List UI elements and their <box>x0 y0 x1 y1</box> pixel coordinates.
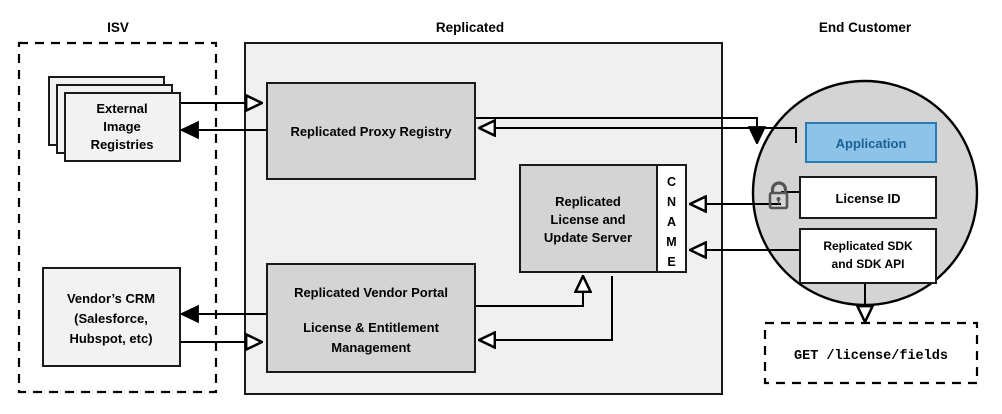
external-image-registries-line-3: Registries <box>91 137 154 152</box>
application-box <box>805 122 937 163</box>
replicated-sdk: Replicated SDK and SDK API <box>799 228 937 284</box>
vendor-portal-line-3: Management <box>331 340 411 355</box>
replicated-proxy-registry-label: Replicated Proxy Registry <box>290 124 452 139</box>
license-server-line-3: Update Server <box>544 230 632 245</box>
replicated-vendor-portal: Replicated Vendor Portal License & Entit… <box>266 263 476 373</box>
zone-title-replicated: Replicated <box>436 20 504 35</box>
external-image-registries: External Image Registries <box>48 76 181 162</box>
vendor-portal-line-2: License & Entitlement <box>303 320 439 335</box>
zone-title-isv: ISV <box>107 20 129 35</box>
isv-zone-boundary <box>17 41 218 394</box>
connector-application-to-proxy <box>479 128 797 143</box>
connector-proxy-to-application <box>475 117 757 143</box>
replicated-proxy-registry-box <box>266 82 476 180</box>
license-id: License ID <box>799 176 937 219</box>
license-server-line-2: License and <box>550 212 625 227</box>
get-license-fields-boundary <box>763 321 979 385</box>
get-license-fields: GET /license/fields <box>763 321 979 385</box>
cname-strip-box <box>656 164 687 273</box>
license-server-line-1: Replicated <box>555 194 621 209</box>
external-image-registries-line-2: Image <box>103 119 141 134</box>
connector-licenseserver-to-vendorportal <box>479 276 613 340</box>
cname-letter-c: C <box>667 175 676 189</box>
replicated-sdk-box <box>799 228 937 284</box>
application-label: Application <box>836 136 907 151</box>
vendor-crm-line-1: Vendor’s CRM <box>67 291 155 306</box>
replicated-sdk-line-1: Replicated SDK <box>823 239 913 253</box>
application: Application <box>805 122 937 163</box>
get-license-fields-label: GET /license/fields <box>794 349 948 364</box>
license-id-box <box>799 176 937 219</box>
cname-letter-a: A <box>667 215 676 229</box>
cname-letter-n: N <box>667 195 676 209</box>
unlock-icon <box>768 181 789 210</box>
vendor-crm-line-2: (Salesforce, <box>74 311 148 326</box>
replicated-vendor-portal-box <box>266 263 476 373</box>
vendor-portal-line-1: Replicated Vendor Portal <box>294 285 448 300</box>
vendor-crm: Vendor’s CRM (Salesforce, Hubspot, etc) <box>42 267 181 367</box>
connector-vendorportal-to-licenseserver <box>475 276 583 307</box>
cname-letter-m: M <box>666 235 676 249</box>
external-image-registries-line-1: External <box>96 101 147 116</box>
vendor-crm-line-3: Hubspot, etc) <box>69 331 152 346</box>
vendor-crm-box <box>42 267 181 367</box>
replicated-license-update-server: Replicated License and Update Server <box>519 164 658 273</box>
cname-letter-e: E <box>667 255 675 269</box>
zone-title-end-customer: End Customer <box>819 20 912 35</box>
license-id-label: License ID <box>835 191 900 206</box>
replicated-proxy-registry: Replicated Proxy Registry <box>266 82 476 180</box>
cname-strip: C N A M E <box>656 164 687 273</box>
replicated-sdk-line-2: and SDK API <box>832 257 905 271</box>
external-image-registries-stack-front <box>64 92 181 162</box>
